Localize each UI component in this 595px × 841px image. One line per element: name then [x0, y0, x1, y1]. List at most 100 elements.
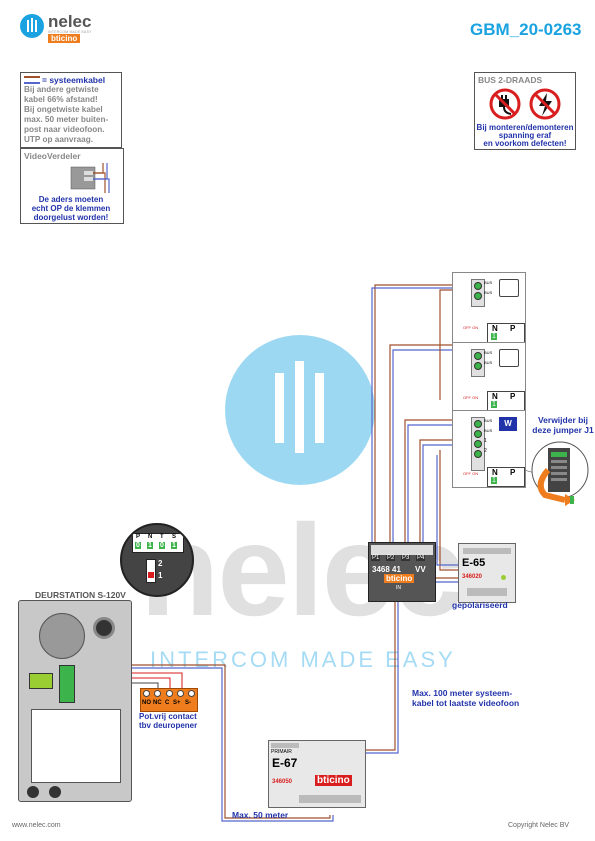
psu-model: E-65 — [462, 557, 486, 569]
contact-label: S- — [185, 700, 191, 706]
door-station — [18, 600, 132, 802]
camera-icon — [93, 617, 115, 639]
distributor-code: 3468 41 — [372, 565, 401, 574]
jumper-note: Verwijder bij deze jumper J1 — [528, 415, 595, 435]
terminal-label: BUS — [484, 290, 493, 295]
np-label-p: P — [510, 324, 516, 333]
zoom-value: 1 — [171, 542, 177, 549]
max-100m-line: Max. 100 meter systeem- — [412, 688, 513, 698]
terminal-label: BUS — [484, 360, 493, 365]
footer-website[interactable]: www.nelec.com — [12, 822, 61, 829]
jumper-np-block: N P 1 — [487, 467, 525, 487]
button-panel — [31, 709, 121, 783]
jumper-np-block: N P 1 — [487, 391, 525, 411]
bus-warning-title: BUS 2-DRAADS — [478, 75, 543, 85]
video-distributor: P1 P2 P3 P4 3468 41 VV bticino IN — [368, 542, 436, 602]
contact-note-line: tbv deuropener — [139, 721, 198, 730]
contact-note-line: Pot.vrij contact — [139, 712, 197, 721]
contact-screws — [143, 690, 195, 697]
power-supply-e65: E-65 346020 — [458, 543, 516, 603]
distributor-note-line: De aders moeten — [38, 195, 104, 204]
np-label-p: P — [510, 468, 516, 477]
terminal-screw-icon — [474, 292, 482, 300]
distributor-terminal-strip — [371, 545, 433, 555]
contact-block: NO NC C S+ S- — [140, 688, 198, 712]
terminal-screw-icon — [474, 362, 482, 370]
terminal-screw-icon — [474, 430, 482, 438]
np-label-n: N — [492, 392, 498, 401]
np-label-n: N — [492, 468, 498, 477]
jumper-np-block: N P 1 — [487, 323, 525, 343]
terminal-label: BUS — [484, 428, 493, 433]
brand-tagline: INTERCOM MADE EASY — [48, 30, 92, 34]
terminal-screw-icon — [474, 440, 482, 448]
legend-line: UTP op aanvraag. — [24, 135, 94, 144]
distributor-port-label: P4 — [416, 555, 426, 561]
bus-warning-box: BUS 2-DRAADS Bij monteren/demonteren spa… — [474, 72, 576, 150]
door-terminal-strip — [29, 673, 53, 689]
terminal-screw-icon — [474, 450, 482, 458]
legend-line: Bij ongetwiste kabel — [24, 105, 103, 114]
nelec-logo: nelec INTERCOM MADE EASY bticino — [20, 12, 100, 43]
legend-line: kabel 66% afstand! — [24, 95, 98, 104]
zoom-value: 1 — [147, 542, 153, 549]
cable-legend-swatch — [24, 76, 40, 84]
zoom-value: 0 — [135, 542, 141, 549]
psu-model: E-67 — [272, 756, 298, 770]
max-100m-line: kabel tot laatste videofoon — [412, 698, 520, 708]
distributor-note-title: VideoVerdeler — [24, 151, 81, 161]
terminal-screw-icon — [474, 352, 482, 360]
document-code: GBM_20-0263 — [470, 20, 582, 39]
zoom-value: 0 — [159, 542, 165, 549]
monitor-terminal-block — [471, 417, 485, 471]
distributor-note-box: VideoVerdeler De aders moeten echt OP de… — [20, 148, 124, 224]
bus-warning-line: Bij monteren/demonteren — [476, 123, 574, 132]
monitor-terminal-block — [471, 349, 485, 377]
monitor-unit: BUS BUS OFF ON N P 1 — [452, 342, 526, 412]
switch-label: OFF ON — [463, 325, 479, 330]
jumper-note-line: Verwijder bij — [537, 415, 589, 425]
bus-warning-line: en voorkom defecten! — [483, 139, 567, 148]
monitor-screen-icon — [499, 279, 519, 297]
door-station-title: DEURSTATION S-120V — [35, 590, 126, 600]
terminal-label: BUS — [484, 418, 493, 423]
cable-legend-label: = systeemkabel — [42, 75, 106, 85]
contact-note: Pot.vrij contact tbv deuropener — [139, 712, 197, 730]
zoom-terminal-label: N — [148, 534, 153, 540]
contact-label: NO — [142, 700, 151, 706]
jumper-note-line: deze jumper J1 — [532, 425, 594, 435]
psu-led-icon — [501, 575, 506, 580]
legend-line: post naar videofoon. — [24, 125, 105, 134]
bus-warning-line: spanning eraf — [498, 131, 552, 140]
zoom-terminal-label: S — [172, 534, 177, 540]
footer-copyright: Copyright Nelec BV — [508, 822, 570, 829]
psu-code: 346020 — [462, 574, 483, 580]
terminal-label: BUS — [484, 280, 493, 285]
contact-label: S+ — [173, 700, 181, 706]
monitor-unit: BUS BUS OFF ON N P 1 — [452, 272, 526, 344]
distributor-port-label: P3 — [401, 555, 411, 561]
power-supply-e67: PRIMAIR E-67 346050 bticino — [268, 740, 366, 808]
distributor-port-label: P1 — [371, 555, 381, 561]
np-value: 1 — [491, 333, 497, 340]
distributor-note-line: echt OP de klemmen — [31, 204, 111, 213]
terminal-label: BUS — [484, 350, 493, 355]
partner-logo: bticino — [48, 34, 81, 43]
terminal-label: 1 — [484, 438, 487, 444]
no-plug-icon — [489, 88, 521, 120]
contact-label: C — [165, 700, 170, 706]
zoom-terminal-label: P — [136, 534, 141, 540]
zoom-jumper — [146, 559, 156, 583]
door-button-icon — [49, 786, 61, 798]
max-100m-note: Max. 100 meter systeem- kabel tot laatst… — [412, 688, 519, 708]
zoom-terminal-label: T — [160, 534, 164, 540]
monitor-screen-icon — [499, 349, 519, 367]
brand-name: nelec — [48, 12, 92, 31]
nelec-logo-icon — [20, 14, 44, 38]
distributor-in-label: IN — [396, 585, 401, 591]
max-50m-note: Max. 50 meter — [232, 810, 289, 820]
monitor-unit: BUS BUS 1 2 W OFF ON N P 1 — [452, 410, 526, 488]
polarized-note: gepolariseerd — [452, 600, 508, 610]
terminal-screw-icon — [474, 282, 482, 290]
distributor-port-label: P2 — [386, 555, 396, 561]
